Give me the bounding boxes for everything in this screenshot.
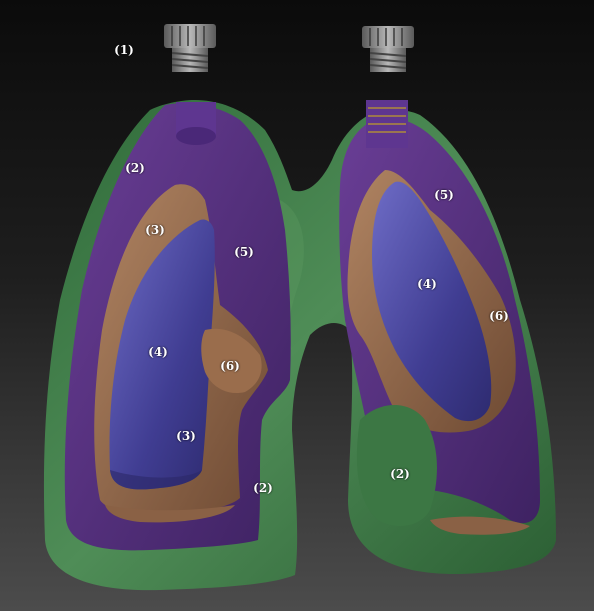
label-6-patch-left: (6) [220, 360, 240, 372]
label-5-purple-right: (5) [434, 189, 454, 201]
label-1-connector: (1) [114, 44, 134, 56]
label-3-brown-left-top: (3) [145, 224, 165, 236]
label-3-brown-left-bottom: (3) [176, 430, 196, 442]
label-4-inner-right: (4) [417, 278, 437, 290]
label-4-inner-left: (4) [148, 346, 168, 358]
label-6-patch-right: (6) [489, 310, 509, 322]
label-2-outer-left-bottom: (2) [253, 482, 273, 494]
label-2-outer-right-bottom: (2) [390, 468, 410, 480]
label-5-purple-left: (5) [234, 246, 254, 258]
label-2-outer-left-top: (2) [125, 162, 145, 174]
